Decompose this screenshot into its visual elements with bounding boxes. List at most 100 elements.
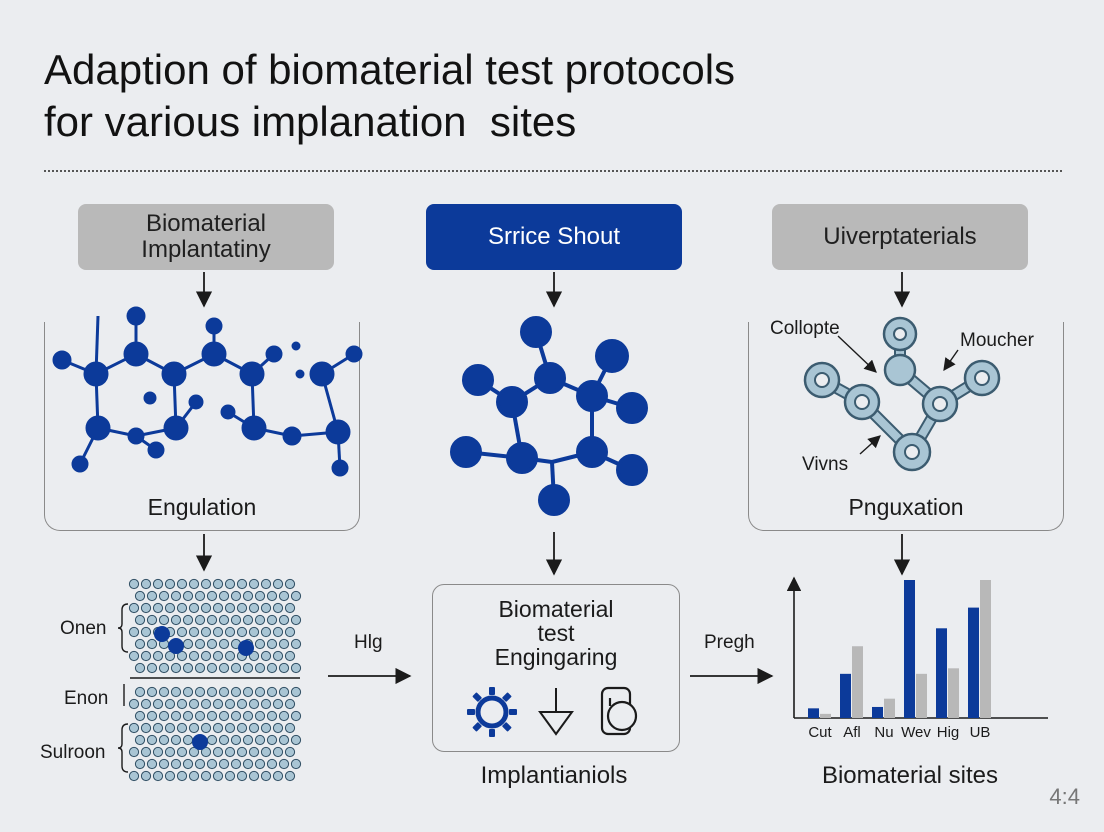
cell <box>290 662 302 674</box>
cell <box>218 638 230 650</box>
cell <box>224 626 236 638</box>
down-arrow-icon <box>538 688 574 736</box>
cell <box>206 638 218 650</box>
center-box-line-3: Engingaring <box>494 644 618 670</box>
cell <box>188 770 200 782</box>
annotation-vivns: Vivns <box>802 454 849 475</box>
cell <box>272 626 284 638</box>
cell <box>176 626 188 638</box>
cell <box>182 686 194 698</box>
cell <box>278 734 290 746</box>
cell <box>218 686 230 698</box>
cell <box>260 722 272 734</box>
bar-nu-series-2 <box>884 698 895 718</box>
cell <box>140 746 152 758</box>
cell <box>254 710 266 722</box>
cell <box>218 758 230 770</box>
cell <box>140 650 152 662</box>
box-srrice-shout: Srrice Shout <box>426 204 682 270</box>
chart-tick-label: Wev <box>901 724 931 741</box>
cell <box>284 746 296 758</box>
cell <box>212 578 224 590</box>
cell <box>236 626 248 638</box>
cell <box>290 734 302 746</box>
title-line-2: for various implanation sites <box>44 98 577 145</box>
highlighted-cell <box>154 626 170 642</box>
cell <box>212 698 224 710</box>
cell <box>254 590 266 602</box>
cell <box>176 578 188 590</box>
cell <box>224 602 236 614</box>
cell <box>128 578 140 590</box>
cell <box>206 734 218 746</box>
cell <box>206 710 218 722</box>
cell <box>212 722 224 734</box>
cell <box>188 626 200 638</box>
cell <box>248 650 260 662</box>
cell <box>260 770 272 782</box>
highlighted-cell <box>238 640 254 656</box>
cell <box>134 662 146 674</box>
cell <box>212 746 224 758</box>
cell <box>158 662 170 674</box>
cell <box>278 590 290 602</box>
cell <box>188 602 200 614</box>
caption-biomaterial-sites: Biomaterial sites <box>821 762 999 789</box>
cell <box>278 614 290 626</box>
cell <box>284 602 296 614</box>
cell <box>158 710 170 722</box>
cell <box>266 662 278 674</box>
cell <box>200 650 212 662</box>
cell <box>272 746 284 758</box>
center-box-line-2: test <box>537 620 575 646</box>
cell <box>158 734 170 746</box>
cell <box>140 770 152 782</box>
cell <box>278 758 290 770</box>
cell <box>224 770 236 782</box>
bar-cut-series-1 <box>808 708 819 718</box>
cell <box>236 602 248 614</box>
cell <box>236 722 248 734</box>
cell <box>146 590 158 602</box>
cell <box>260 578 272 590</box>
cell <box>182 758 194 770</box>
cell <box>254 662 266 674</box>
cell <box>272 602 284 614</box>
cell <box>200 698 212 710</box>
cell <box>152 578 164 590</box>
cell <box>236 770 248 782</box>
panel-left <box>44 322 360 531</box>
page-title: Adaption of biomaterial test protocols f… <box>44 44 1044 148</box>
cell <box>218 590 230 602</box>
chain-molecule-right <box>803 316 1001 472</box>
bar-hig-series-2 <box>948 668 959 718</box>
center-box-line-1: Biomaterial <box>498 596 614 622</box>
bar-cut-series-2 <box>820 713 831 718</box>
cell-field <box>128 578 302 782</box>
center-process-box: Biomaterial test Engingaring <box>432 584 680 752</box>
cell <box>134 614 146 626</box>
cell <box>218 662 230 674</box>
cell <box>128 770 140 782</box>
cell-label-sulroon: Sulroon <box>40 742 106 763</box>
corner-mark: 4:4 <box>1049 784 1080 809</box>
cell <box>170 662 182 674</box>
cell <box>200 770 212 782</box>
cell <box>266 758 278 770</box>
cell <box>140 722 152 734</box>
highlighted-cell <box>168 638 184 654</box>
cell <box>200 746 212 758</box>
bar-afl-series-2 <box>852 646 863 718</box>
cell <box>248 746 260 758</box>
cell <box>182 638 194 650</box>
cell <box>230 662 242 674</box>
cell <box>164 746 176 758</box>
cell <box>158 590 170 602</box>
cell <box>140 626 152 638</box>
cell <box>242 590 254 602</box>
cell <box>248 626 260 638</box>
cell-label-onen: Onen <box>60 618 107 639</box>
cell <box>212 770 224 782</box>
cell <box>134 686 146 698</box>
